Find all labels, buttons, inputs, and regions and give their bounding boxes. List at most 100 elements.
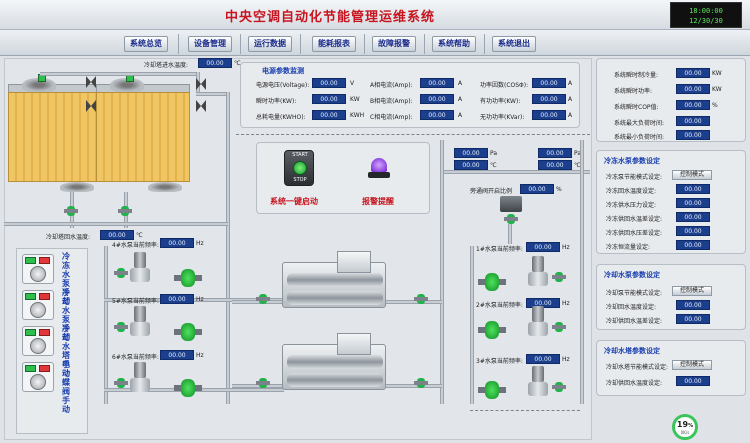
valve-icon[interactable] (414, 378, 428, 388)
gauge-value: 19% (676, 420, 694, 429)
valve-icon[interactable] (256, 294, 270, 304)
summary-label: 系统瞬时功率: (614, 88, 653, 95)
pump-4[interactable] (128, 252, 152, 282)
electric-valve-icon[interactable] (118, 206, 132, 216)
reactive-power-label: 无功功率(KVar): (480, 114, 525, 121)
tower-mode-select[interactable]: 控制模式 (672, 360, 712, 370)
pipe (104, 246, 108, 404)
pressure-unit: Pa (574, 150, 582, 157)
nav-system-overview[interactable]: 系统总览 (124, 36, 168, 52)
setting-label: 冷冻供回水温差设定: (606, 216, 663, 223)
unit: V (350, 80, 355, 87)
chiller-1[interactable] (282, 251, 386, 308)
setting-input[interactable]: 00.00 (676, 198, 710, 208)
tower-fan-icon (60, 182, 94, 192)
clock-date: 12/30/30 (689, 17, 723, 25)
cooling-pump-settings-panel (596, 264, 746, 330)
cooling-pump-manual-switch[interactable] (22, 290, 54, 320)
alarm-light-icon[interactable] (366, 158, 392, 180)
manual-label: 冷却水塔手动 (62, 324, 74, 378)
valve-icon[interactable] (114, 268, 128, 278)
pipe (440, 140, 444, 404)
freq-unit: Hz (196, 352, 204, 359)
pump-5-flow-icon (174, 320, 202, 344)
alarm-caption: 报警提醒 (362, 197, 394, 206)
pump-2[interactable] (526, 306, 550, 336)
pump-1-freq-value: 00.00 (526, 242, 560, 252)
tower-manual-switch[interactable] (22, 326, 54, 356)
pump-2-flow-icon (478, 318, 506, 342)
summary-value: 00.00 (676, 84, 710, 94)
unit: A (568, 112, 573, 119)
setting-input[interactable]: 00.00 (676, 240, 710, 250)
unit: A (568, 96, 573, 103)
pump-3-freq-value: 00.00 (526, 354, 560, 364)
pump-5-freq-label: 5#水泵当前频率: (112, 298, 159, 305)
start-stop-button[interactable]: START STOP (284, 150, 314, 186)
setting-input[interactable]: 00.00 (676, 226, 710, 236)
pump-5[interactable] (128, 306, 152, 336)
c-current-value: 00.00 (420, 110, 454, 120)
butterfly-valve-icon (196, 78, 206, 90)
bypass-valve-actuator-icon[interactable] (500, 196, 522, 212)
valve-icon[interactable] (414, 294, 428, 304)
tower-fan-icon (22, 78, 56, 92)
butterfly-valve-manual-switch[interactable] (22, 362, 54, 392)
nav-divider (240, 34, 241, 54)
summary-value: 00.00 (676, 68, 710, 78)
divider (236, 134, 590, 135)
pump-3[interactable] (526, 366, 550, 396)
pump-6-freq-value: 00.00 (160, 350, 194, 360)
nav-runtime-data[interactable]: 运行数据 (248, 36, 292, 52)
nav-energy-report[interactable]: 能耗报表 (312, 36, 356, 52)
nav-fault-alarm[interactable]: 故障报警 (372, 36, 416, 52)
reactive-power-value: 00.00 (532, 110, 566, 120)
a-current-label: A相电流(Amp): (370, 82, 413, 89)
valve-icon[interactable] (114, 322, 128, 332)
nav-system-exit[interactable]: 系统退出 (492, 36, 536, 52)
nav-device-management[interactable]: 设备管理 (188, 36, 232, 52)
freq-unit: Hz (196, 296, 204, 303)
setting-input[interactable]: 00.00 (676, 314, 710, 324)
nav-divider (178, 34, 179, 54)
valve-icon[interactable] (552, 322, 566, 332)
bypass-value: 00.00 (520, 184, 554, 194)
chiller-2[interactable] (282, 333, 386, 390)
chilled-return-temp: 00.00 (538, 160, 572, 170)
setting-label: 冷冻供水压力设定: (606, 202, 657, 209)
setting-input[interactable]: 00.00 (676, 184, 710, 194)
valve-icon[interactable] (552, 272, 566, 282)
butterfly-valve-icon (196, 100, 206, 112)
setting-label: 冷冻恒流量设定: (606, 244, 651, 251)
nav-system-help[interactable]: 系统帮助 (432, 36, 476, 52)
c-current-label: C相电流(Amp): (370, 114, 413, 121)
setting-input[interactable]: 00.00 (676, 376, 710, 386)
chilled-return-pressure: 00.00 (538, 148, 572, 158)
electric-valve-icon[interactable] (64, 206, 78, 216)
pump-6-flow-icon (174, 376, 202, 400)
chilled-supply-pressure: 00.00 (454, 148, 488, 158)
total-energy-label: 总耗电量(KWHO): (256, 114, 306, 121)
cooling-mode-select[interactable]: 控制模式 (672, 286, 712, 296)
active-power-label: 有功功率(KW): (480, 98, 521, 105)
active-power-value: 00.00 (532, 94, 566, 104)
pump-4-freq-value: 00.00 (160, 238, 194, 248)
chilled-supply-temp: 00.00 (454, 160, 488, 170)
valve-icon[interactable] (552, 382, 566, 392)
total-energy-value: 00.00 (312, 110, 346, 120)
bypass-valve-icon[interactable] (504, 214, 518, 224)
temp-unit: ℃ (574, 162, 581, 169)
manual-label: 冷却水泵手动 (62, 288, 74, 342)
cooling-return-value: 00.00 (100, 230, 134, 240)
valve-icon[interactable] (114, 378, 128, 388)
chilled-pump-manual-switch[interactable] (22, 254, 54, 284)
unit: KW (712, 70, 722, 77)
chilled-mode-select[interactable]: 控制模式 (672, 170, 712, 180)
setting-input[interactable]: 00.00 (676, 300, 710, 310)
valve-icon[interactable] (256, 378, 270, 388)
start-indicator-icon (293, 161, 307, 175)
pressure-unit: Pa (490, 150, 498, 157)
pump-1[interactable] (526, 256, 550, 286)
pump-6[interactable] (128, 362, 152, 392)
setting-input[interactable]: 00.00 (676, 212, 710, 222)
